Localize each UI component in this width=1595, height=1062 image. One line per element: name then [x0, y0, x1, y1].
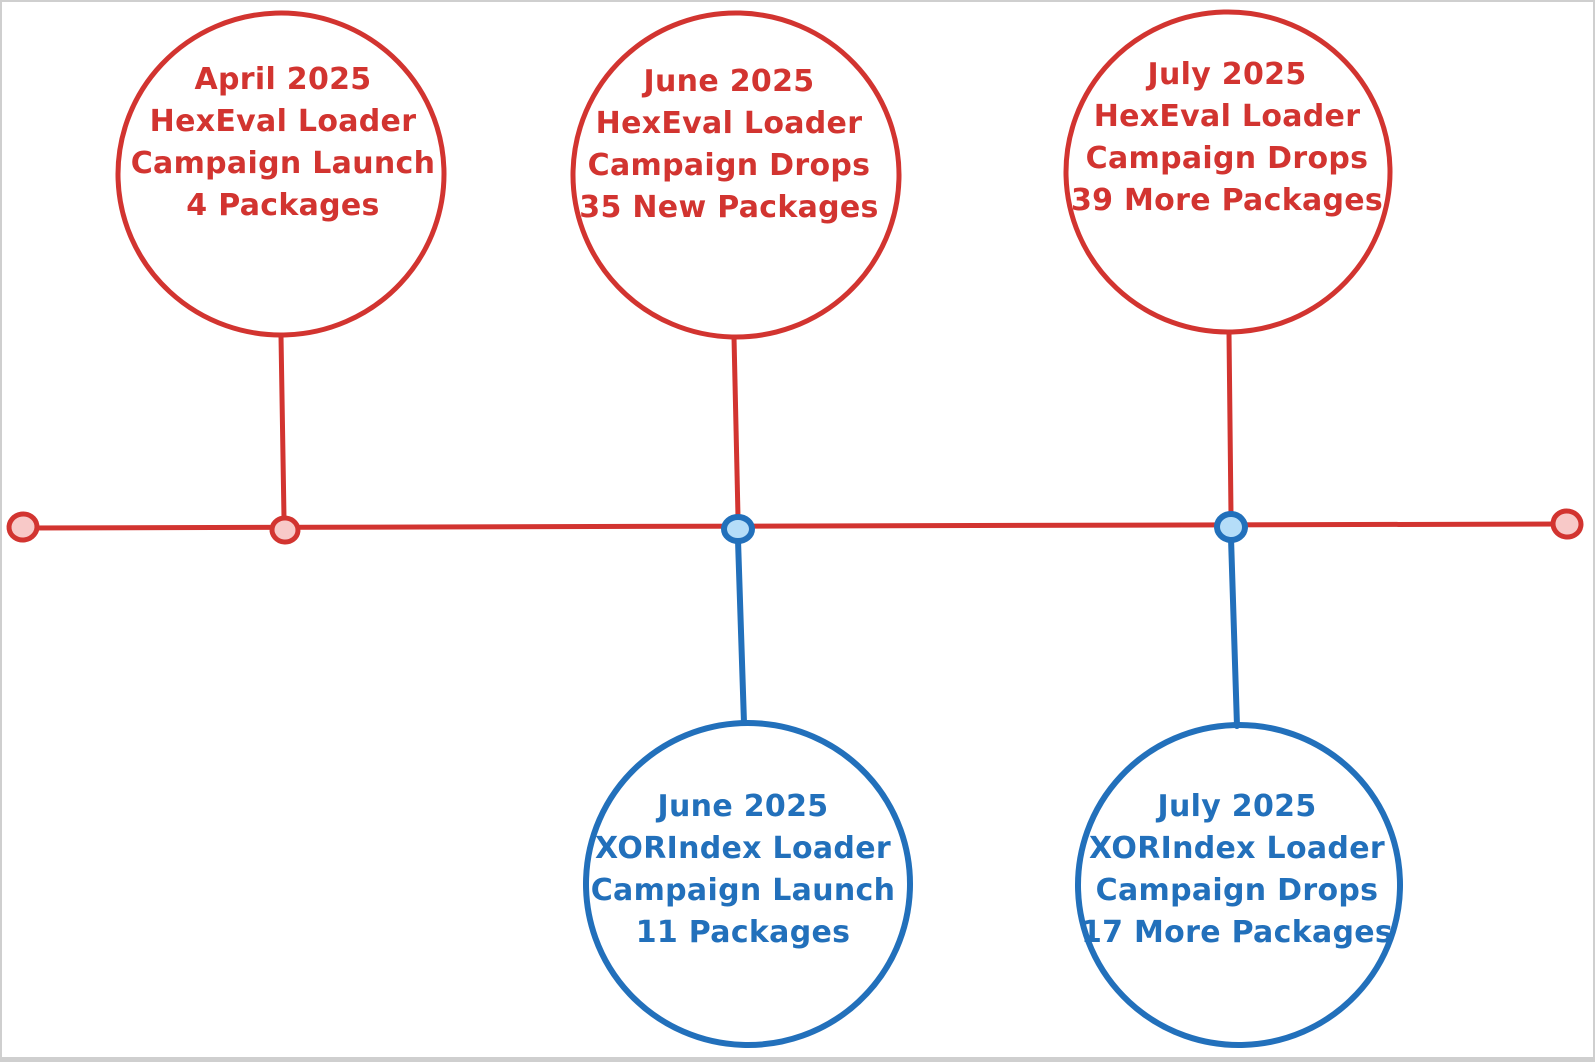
connector-june-hexeval — [731, 334, 741, 520]
axis-endpoint-right-dot — [1550, 508, 1584, 540]
event-action: Campaign Launch — [130, 146, 436, 181]
event-circle-july-xorindex — [1075, 721, 1403, 1049]
event-label-june-xorindex: June 2025 XORIndex Loader Campaign Launc… — [591, 786, 896, 954]
event-packages: 17 More Packages — [1080, 915, 1394, 950]
event-label-july-xorindex: July 2025 XORIndex Loader Campaign Drops… — [1081, 786, 1393, 954]
connector-june-xorindex — [735, 537, 747, 726]
event-action: Campaign Launch — [590, 873, 896, 908]
event-label-april-hexeval: April 2025 HexEval Loader Campaign Launc… — [131, 59, 436, 227]
event-date: July 2025 — [1147, 57, 1307, 92]
event-circle-july-hexeval — [1063, 9, 1393, 335]
event-date: July 2025 — [1157, 789, 1317, 824]
event-packages: 35 New Packages — [579, 190, 879, 225]
connector-july-hexeval — [1226, 330, 1234, 518]
axis-marker-april-dot — [269, 515, 301, 545]
event-packages: 11 Packages — [635, 915, 851, 950]
event-label-june-hexeval: June 2025 HexEval Loader Campaign Drops … — [579, 61, 878, 229]
event-loader: HexEval Loader — [1093, 99, 1361, 134]
axis-junction-june-dot — [721, 514, 755, 544]
event-loader: XORIndex Loader — [595, 831, 891, 866]
connector-april-hexeval — [278, 333, 287, 521]
event-date: June 2025 — [643, 64, 815, 99]
event-label-july-hexeval: July 2025 HexEval Loader Campaign Drops … — [1071, 54, 1383, 222]
axis-endpoint-left-dot — [6, 511, 40, 543]
event-action: Campaign Drops — [587, 148, 871, 183]
event-circle-april-hexeval — [115, 10, 447, 338]
event-packages: 4 Packages — [186, 188, 380, 223]
event-action: Campaign Drops — [1095, 873, 1379, 908]
event-date: April 2025 — [194, 62, 372, 97]
connector-july-xorindex — [1228, 535, 1240, 729]
event-date: June 2025 — [657, 789, 829, 824]
event-loader: HexEval Loader — [595, 106, 863, 141]
event-packages: 39 More Packages — [1070, 183, 1384, 218]
event-action: Campaign Drops — [1085, 141, 1369, 176]
event-loader: XORIndex Loader — [1089, 831, 1385, 866]
event-loader: HexEval Loader — [149, 104, 417, 139]
timeline-axis — [21, 521, 1569, 531]
event-circle-june-hexeval — [570, 10, 902, 340]
event-circle-june-xorindex — [583, 719, 913, 1049]
axis-junction-july-dot — [1214, 510, 1248, 544]
